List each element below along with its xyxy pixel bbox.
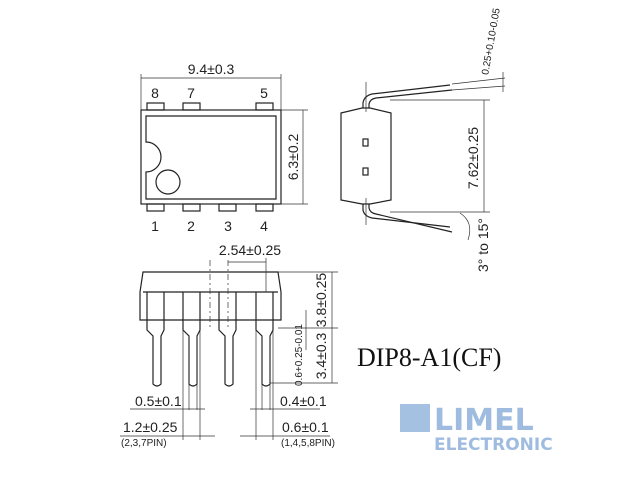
lead-length-dimension: 3.4±0.3 xyxy=(313,332,329,379)
pin-5 xyxy=(255,102,274,111)
pin-label-4: 4 xyxy=(260,218,268,234)
shoulder-width-dimension: 1.2±0.25 xyxy=(123,419,178,435)
pin-label-1: 1 xyxy=(151,218,159,234)
side-view: 7.62±0.25 0.25+0.10-0.05 3° to 15° xyxy=(340,7,506,272)
lead-width-dimension: 0.5±0.1 xyxy=(135,393,182,409)
shoulder-pins-note: (2,3,7PIN) xyxy=(121,438,167,449)
pin-1 xyxy=(146,203,165,212)
lead-width-dimension-right: 0.4±0.1 xyxy=(280,393,327,409)
top-view: 8 7 5 1 2 3 4 9.4±0.3 6.3±0.2 xyxy=(140,61,308,234)
front-body xyxy=(139,271,282,321)
side-mark-upper xyxy=(362,138,369,147)
front-view: 2.54±0.25 3.8±0.25 3.4±0.3 0.6+0.25-0.01… xyxy=(120,242,338,449)
row-spacing-dimension: 7.62±0.25 xyxy=(465,127,481,189)
pitch-dimension: 2.54±0.25 xyxy=(219,242,281,258)
pin-2 xyxy=(182,203,201,212)
pin-label-5: 5 xyxy=(260,85,268,101)
pin-label-2: 2 xyxy=(187,218,195,234)
package-body-outline xyxy=(140,109,282,205)
width-dimension: 9.4±0.3 xyxy=(188,61,235,77)
shoulder-width-dimension-right: 0.6±0.1 xyxy=(282,419,329,435)
side-mark-lower xyxy=(362,167,369,176)
pin-3 xyxy=(218,203,237,212)
lead-thickness-dimension: 0.25+0.10-0.05 xyxy=(480,7,503,76)
package-name: DIP8-A1(CF) xyxy=(357,343,501,372)
body-height-dimension: 3.8±0.25 xyxy=(313,273,329,328)
watermark-line2: ELECTRONIC xyxy=(434,435,553,455)
upper-lead xyxy=(362,84,451,108)
package-body-inner xyxy=(145,115,277,200)
pin-8 xyxy=(146,102,165,111)
height-dimension: 6.3±0.2 xyxy=(285,133,301,180)
pin1-marker xyxy=(155,169,181,195)
standoff-dimension: 0.6+0.25-0.01 xyxy=(294,324,305,386)
lower-lead xyxy=(362,204,451,228)
pin-7 xyxy=(182,102,201,111)
pin-label-7: 7 xyxy=(187,85,195,101)
pin-label-8: 8 xyxy=(151,85,159,101)
pin-label-3: 3 xyxy=(224,218,232,234)
shoulder-pins-note-right: (1,4,5,8PIN) xyxy=(281,438,335,449)
lead-angle-dimension: 3° to 15° xyxy=(475,218,491,272)
side-body xyxy=(340,107,392,205)
watermark-line1: LIMEL xyxy=(434,403,534,438)
watermark-logo: LIMEL ELECTRONIC xyxy=(400,403,553,455)
pin-4 xyxy=(255,203,274,212)
